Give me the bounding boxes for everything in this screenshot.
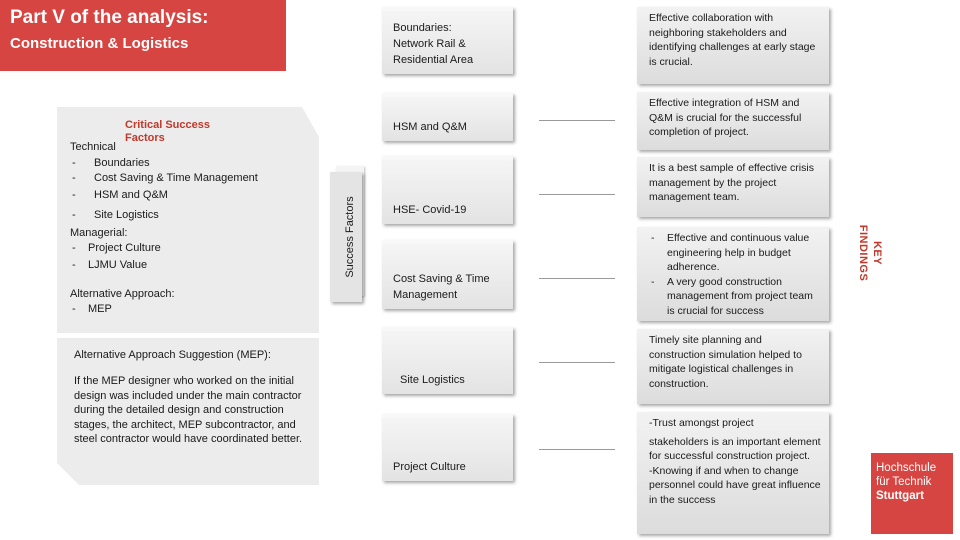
connector-line	[539, 120, 615, 121]
finding-box: Effective integration of HSM and Q&M is …	[637, 92, 829, 150]
alt-approach-label: Alternative Approach:	[70, 288, 175, 300]
factor-box-site-logistics: Site Logistics	[382, 327, 513, 394]
factor-box-project-culture: Project Culture	[382, 414, 513, 481]
key-findings-label-wrap: KEY FINDINGS	[850, 213, 884, 293]
alt-suggestion-title: Alternative Approach Suggestion (MEP):	[74, 349, 271, 361]
success-factors-label: Success Factors	[344, 196, 356, 278]
managerial-label: Managerial:	[70, 227, 128, 239]
factor-box-boundaries: Boundaries: Network Rail & Residential A…	[382, 7, 513, 74]
university-logo: Hochschule für Technik Stuttgart	[871, 453, 953, 534]
finding-text: It is a best sample of effective crisis …	[649, 162, 814, 203]
page-title: Part V of the analysis:	[10, 7, 209, 28]
finding-list: Effective and continuous value engineeri…	[649, 231, 821, 318]
finding-text: Timely site planning and construction si…	[649, 334, 802, 390]
finding-text: stakeholders is an important element for…	[649, 435, 821, 463]
factor-box-hsm: HSM and Q&M	[382, 93, 513, 141]
finding-text: -Knowing if and when to change personnel…	[649, 464, 821, 506]
title-banner: Part V of the analysis: Construction & L…	[0, 0, 286, 71]
alt-suggestion-body: If the MEP designer who worked on the in…	[74, 375, 303, 445]
finding-text: Effective integration of HSM and Q&M is …	[649, 97, 802, 138]
factor-box-cost: Cost Saving & Time Management	[382, 240, 513, 309]
critical-success-factors-panel	[57, 107, 319, 333]
technical-label: Technical	[70, 141, 116, 153]
page-subtitle: Construction & Logistics	[10, 35, 189, 52]
success-factors-label-box: Success Factors	[330, 166, 364, 302]
key-findings-label: KEY FINDINGS	[857, 224, 883, 282]
finding-text: Effective collaboration with neighboring…	[649, 12, 816, 68]
factor-box-hse: HSE- Covid-19	[382, 156, 513, 224]
finding-text: -Trust amongst project	[649, 417, 754, 429]
connector-line	[539, 362, 615, 363]
finding-box: It is a best sample of effective crisis …	[637, 157, 829, 217]
finding-list-item: A very good construction management from…	[651, 275, 821, 319]
finding-box: -Trust amongst project stakeholders is a…	[637, 412, 829, 534]
connector-line	[539, 278, 615, 279]
finding-list-item: Effective and continuous value engineeri…	[651, 231, 821, 275]
connector-line	[539, 449, 615, 450]
finding-box: Timely site planning and construction si…	[637, 329, 829, 404]
finding-box: Effective and continuous value engineeri…	[637, 227, 829, 321]
alt-approach-suggestion-box: Alternative Approach Suggestion (MEP): I…	[57, 338, 319, 485]
connector-line	[539, 194, 615, 195]
csf-heading: Critical Success Factors	[125, 119, 210, 144]
finding-box: Effective collaboration with neighboring…	[637, 7, 829, 84]
